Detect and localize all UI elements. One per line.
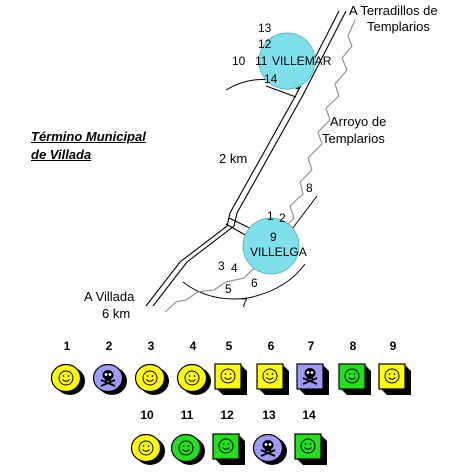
stream-label-line2: Templarios [322, 131, 385, 146]
legend-number-9: 9 [389, 339, 397, 353]
legend-number-14: 14 [302, 408, 316, 422]
legend-marker-9 [378, 363, 411, 395]
map-title-line1: Término Municipal [31, 129, 146, 144]
villelga-circle [242, 217, 300, 275]
north-direction-line2: Templarios [367, 19, 430, 34]
smile-face [218, 438, 234, 454]
north-direction-line1: A Terradillos de [349, 3, 438, 18]
town-number-villelga: 9 [270, 230, 277, 244]
skull-face [260, 440, 276, 457]
skull-face [100, 370, 116, 387]
smile-face [344, 368, 360, 384]
site-label-5: 5 [225, 282, 232, 296]
map-title-line2: de Villada [31, 147, 92, 162]
smile-face [262, 368, 278, 384]
site-label-6: 6 [251, 276, 258, 290]
smile-face [384, 368, 400, 384]
legend-marker-14 [294, 433, 327, 465]
legend-number-8: 8 [349, 339, 357, 353]
legend-marker-11 [170, 433, 205, 465]
legend-number-4: 4 [189, 339, 197, 353]
legend-marker-12 [212, 433, 245, 465]
site-label-4: 4 [231, 261, 238, 275]
distance-label: 2 km [219, 151, 248, 166]
site-label-8: 8 [306, 181, 313, 195]
legend-marker-6 [256, 363, 289, 395]
site-label-12: 12 [258, 37, 272, 51]
south-direction-line1: A Villada [84, 289, 135, 304]
town-name-villemar: VILLEMAR [272, 54, 332, 68]
legend-number-2: 2 [105, 339, 113, 353]
smile-face [184, 370, 200, 386]
legend-number-7: 7 [307, 339, 315, 353]
legend-marker-2 [92, 363, 127, 395]
skull-face [302, 368, 318, 385]
legend-marker-4 [176, 363, 211, 395]
smile-face [142, 370, 158, 386]
site-label-3: 3 [218, 259, 225, 273]
site-label-11: 11 [255, 54, 268, 68]
legend-number-13: 13 [262, 408, 276, 422]
legend-number-3: 3 [147, 339, 155, 353]
stream-line [164, 19, 356, 313]
site-label-10: 10 [232, 54, 246, 68]
villemar-circle [258, 32, 316, 90]
legend-marker-5 [214, 363, 247, 395]
site-label-1: 1 [267, 209, 274, 223]
legend-marker-8 [338, 363, 371, 395]
smile-face [300, 438, 316, 454]
site-label-7: 7 [241, 296, 248, 310]
site-label-14: 14 [264, 72, 278, 86]
legend-number-10: 10 [140, 408, 154, 422]
smile-face [138, 440, 154, 456]
south-direction-line2: 6 km [102, 306, 131, 321]
legend-number-5: 5 [225, 339, 233, 353]
site-label-2: 2 [279, 211, 286, 225]
legend-number-12: 12 [220, 408, 234, 422]
stream-label-line1: Arroyo de [330, 114, 387, 129]
legend-number-6: 6 [267, 339, 275, 353]
legend-marker-13 [252, 433, 287, 465]
smile-face [220, 368, 236, 384]
legend-marker-7 [296, 363, 329, 395]
legend-number-1: 1 [63, 339, 71, 353]
legend-marker-3 [134, 363, 169, 395]
town-name-villelga: VILLELGA [250, 245, 307, 259]
legend-marker-10 [130, 433, 165, 465]
site-label-13: 13 [258, 21, 272, 35]
legend-marker-1 [50, 363, 85, 395]
smile-face [178, 440, 194, 456]
smile-face [58, 370, 74, 386]
legend-number-11: 11 [180, 408, 194, 422]
